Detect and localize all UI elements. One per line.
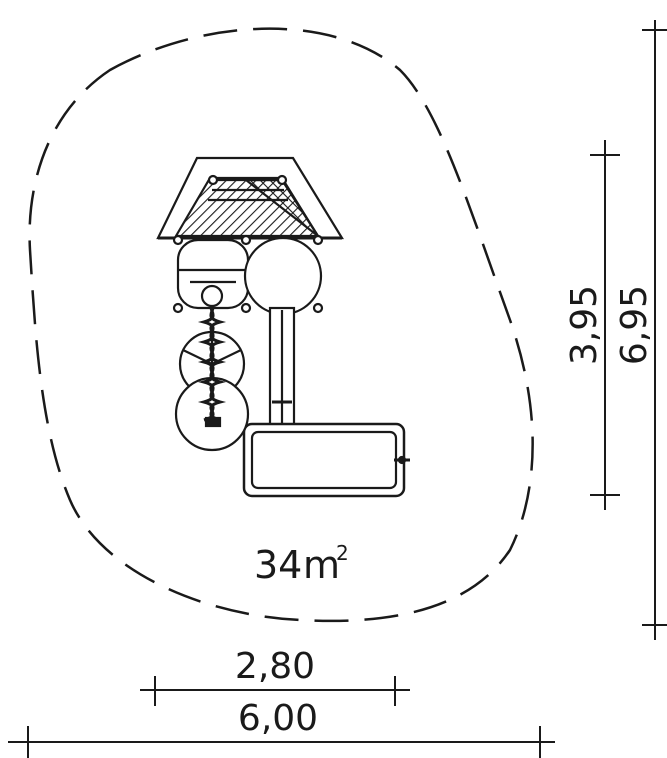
- height-dimension-lines: [590, 20, 667, 640]
- width-inner-label: 2,80: [235, 646, 315, 687]
- roof: [156, 156, 344, 246]
- play-structure: [156, 156, 410, 498]
- left-platform: [172, 238, 252, 314]
- area-value: 34: [254, 543, 302, 587]
- height-inner-label: 3,95: [564, 285, 605, 365]
- width-outer-label: 6,00: [238, 698, 318, 739]
- width-dimension-lines: [8, 676, 555, 758]
- area-unit: m: [303, 543, 340, 587]
- area-unit-superscript: 2: [336, 541, 349, 565]
- climbing-spiral: [174, 284, 250, 452]
- right-round-platform: [243, 236, 324, 316]
- safety-zone-outline: [28, 27, 534, 623]
- height-outer-label: 6,95: [614, 285, 655, 365]
- sand-box: [242, 422, 410, 498]
